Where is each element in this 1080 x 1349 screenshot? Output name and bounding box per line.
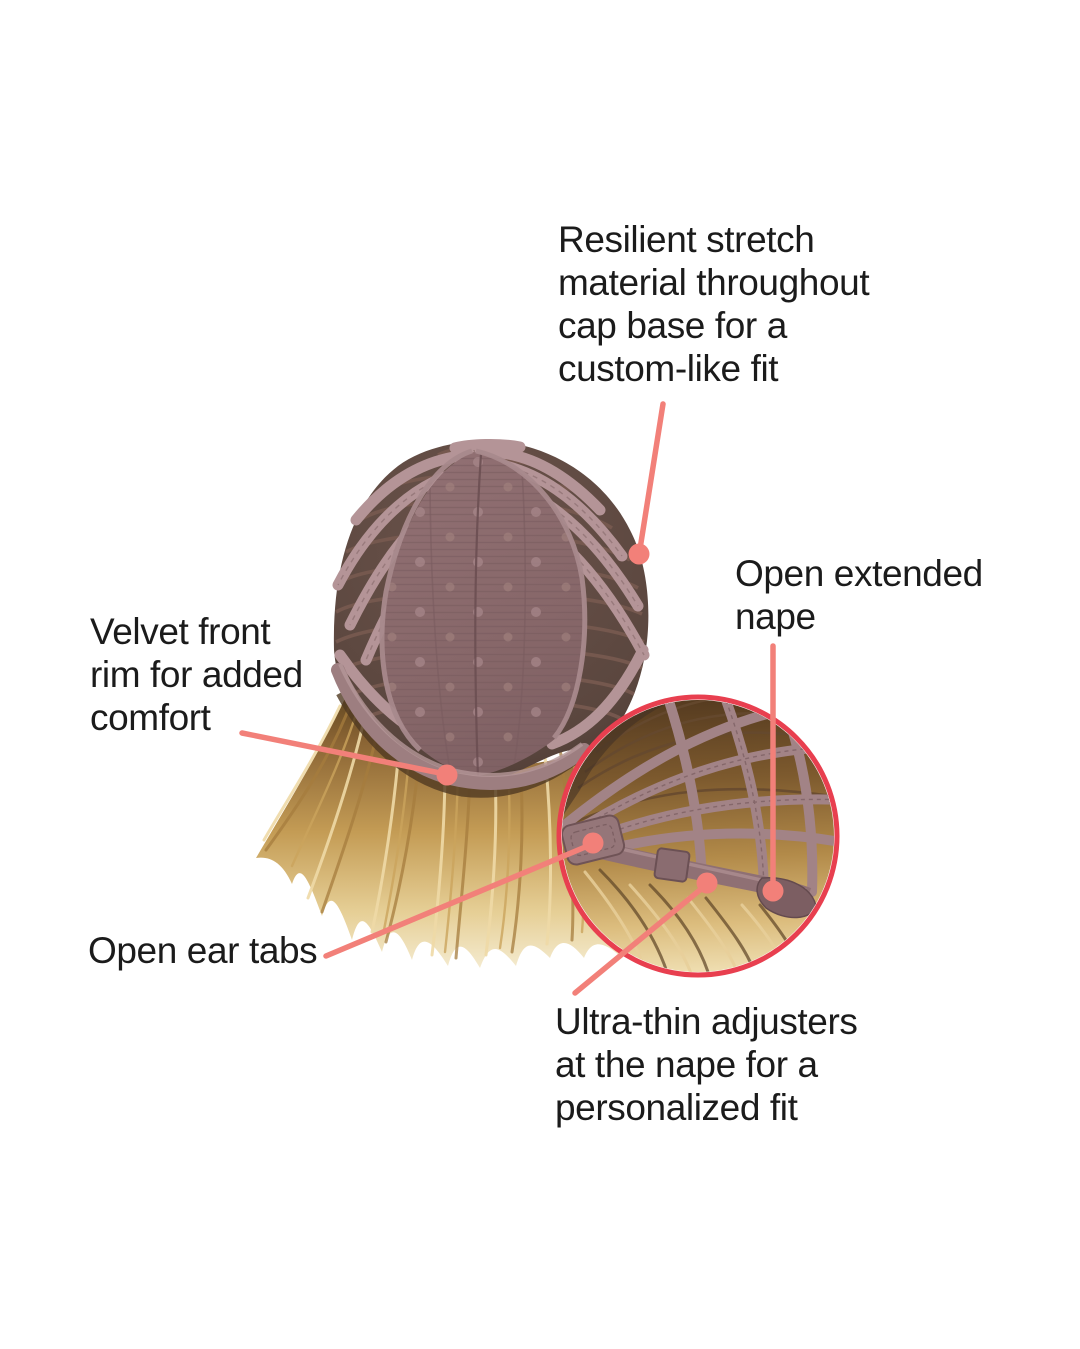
- leader-lines: [239, 401, 776, 996]
- annotation-open-ear-tabs: Open ear tabs: [88, 930, 318, 971]
- leader-open-ear-tabs: [323, 842, 593, 959]
- annotation-velvet-front-rim: Velvet front rim for added comfort: [90, 611, 303, 738]
- inset-ring: [556, 694, 840, 978]
- dot-resilient-stretch: [628, 543, 650, 565]
- dot-open-ear-tabs: [582, 832, 604, 854]
- annotation-open-extended-nape: Open extended nape: [735, 553, 983, 637]
- leader-resilient-stretch: [637, 401, 666, 552]
- strap-adjuster: [653, 847, 691, 883]
- leader-ultra-thin-adjusters: [572, 882, 709, 996]
- dot-open-extended-nape: [762, 880, 784, 902]
- annotation-resilient-stretch: Resilient stretch material throughout ca…: [558, 219, 870, 389]
- inset-circle: [556, 694, 840, 978]
- dot-velvet-front-rim: [436, 764, 458, 786]
- annotation-ultra-thin-adjusters: Ultra-thin adjusters at the nape for a p…: [555, 1001, 858, 1128]
- cap-dome: [331, 438, 650, 790]
- leader-velvet-front-rim: [239, 730, 448, 777]
- cap-center-panel: [379, 448, 588, 777]
- dot-ultra-thin-adjusters: [696, 872, 718, 894]
- callout-dots: [436, 543, 784, 902]
